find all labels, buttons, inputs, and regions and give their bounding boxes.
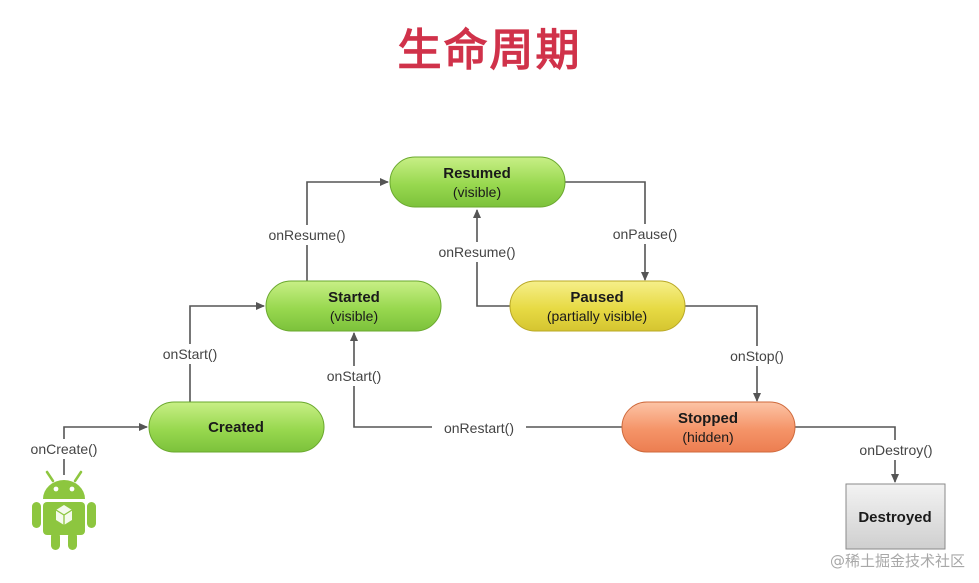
- state-stopped-name: Stopped: [678, 410, 738, 427]
- state-started-sub: (visible): [330, 308, 378, 324]
- label-onpause: onPause(): [613, 226, 678, 242]
- state-resumed-name: Resumed: [443, 165, 511, 182]
- watermark: @稀土掘金技术社区: [829, 552, 965, 570]
- state-paused: Paused (partially visible): [509, 280, 686, 332]
- edge-onresume-started: [306, 178, 389, 281]
- state-destroyed: Destroyed: [845, 483, 946, 550]
- edge-ondestroy: [795, 426, 899, 483]
- label-onresume-started: onResume(): [268, 227, 345, 243]
- state-resumed-sub: (visible): [453, 184, 501, 200]
- state-destroyed-name: Destroyed: [858, 509, 931, 526]
- state-stopped-sub: (hidden): [682, 429, 733, 445]
- connectors: [63, 178, 899, 483]
- state-paused-name: Paused: [570, 289, 623, 306]
- label-onrestart: onRestart(): [444, 420, 514, 436]
- edge-onstop: [685, 305, 761, 402]
- state-paused-sub: (partially visible): [547, 308, 647, 324]
- state-created: Created: [148, 401, 325, 453]
- edge-onrestart: [350, 332, 622, 428]
- state-stopped: Stopped (hidden): [621, 401, 796, 453]
- android-robot-icon: [32, 470, 96, 550]
- label-onstart-created: onStart(): [163, 346, 217, 362]
- label-onresume-paused: onResume(): [438, 244, 515, 260]
- state-started: Started (visible): [265, 280, 442, 332]
- label-ondestroy: onDestroy(): [859, 442, 932, 458]
- edge-labels: onCreate() onStart() onResume() onPause(…: [20, 224, 944, 460]
- state-resumed: Resumed (visible): [389, 156, 566, 208]
- label-onstart-restart: onStart(): [327, 368, 381, 384]
- state-started-name: Started: [328, 289, 380, 306]
- label-onstop: onStop(): [730, 348, 784, 364]
- edge-onstart-created: [189, 302, 265, 402]
- page-title: 生命周期: [397, 25, 582, 76]
- edge-onpause: [565, 181, 649, 281]
- state-created-name: Created: [208, 419, 264, 436]
- label-oncreate: onCreate(): [31, 441, 98, 457]
